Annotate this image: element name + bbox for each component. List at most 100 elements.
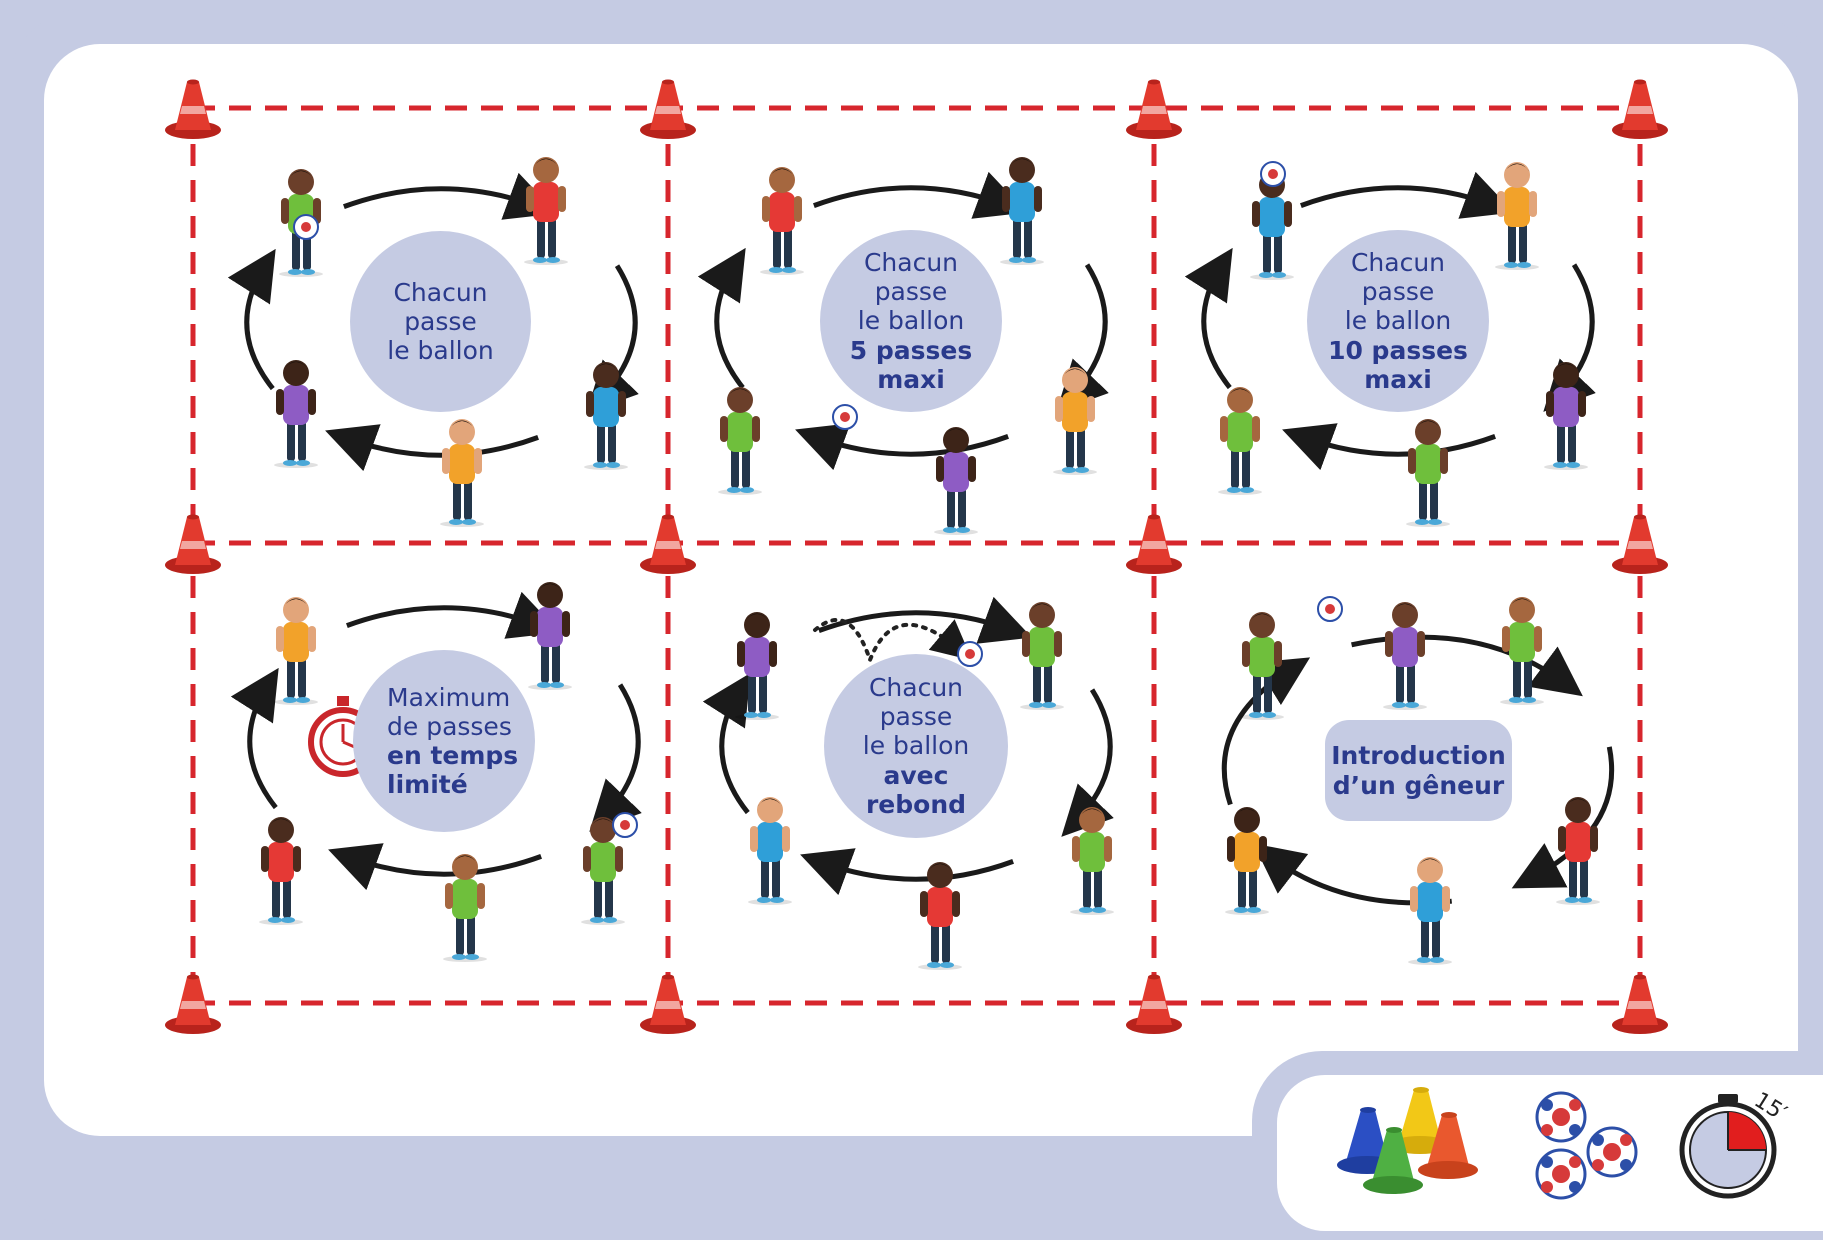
rotation-arrow	[1184, 247, 1233, 390]
player-figure	[1500, 597, 1544, 705]
rotation-arrow	[1351, 634, 1583, 697]
caption-bold-line: Introduction	[1331, 741, 1506, 771]
inner-panel	[44, 44, 1798, 1136]
rotation-arrow	[795, 423, 1009, 471]
zone-3-caption: Chacun passe le ballon 10 passes maxi	[1307, 230, 1489, 412]
rotation-arrow	[1061, 688, 1114, 837]
cone-icon	[1612, 79, 1668, 139]
player-figure	[524, 157, 568, 265]
rotation-arrow	[328, 843, 542, 891]
cone-icon	[1126, 79, 1182, 139]
caption-bold-line: d’un gêneur	[1332, 770, 1505, 800]
player-figure	[440, 419, 484, 527]
zone-1-caption: Chacun passe le ballon	[350, 231, 531, 412]
caption-line: le ballon	[857, 306, 965, 336]
player-figure	[1495, 162, 1539, 270]
player-figure	[274, 360, 318, 468]
cone-icon	[1126, 974, 1182, 1034]
player-figure	[1070, 807, 1114, 915]
player-figure	[1544, 362, 1588, 470]
player-figure	[934, 427, 978, 535]
caption-line: passe	[404, 306, 477, 336]
ball-icon	[293, 214, 319, 240]
caption-line: passe	[1361, 277, 1435, 307]
caption-bold-line: 10 passes	[1328, 335, 1468, 365]
cone-icon	[1612, 514, 1668, 574]
caption-bold-line: limité	[387, 770, 468, 800]
caption-bold-line: maxi	[1364, 364, 1432, 394]
player-figure	[1000, 157, 1044, 265]
player-figure	[584, 362, 628, 470]
rotation-arrow	[343, 172, 557, 220]
zone-4-caption: Maximum de passes en temps limité	[353, 650, 535, 832]
cone-icon	[165, 974, 221, 1034]
rotation-arrow	[346, 591, 560, 639]
ball-icon	[1317, 596, 1343, 622]
cone-icon	[1612, 974, 1668, 1034]
caption-bold-line: maxi	[877, 364, 945, 394]
cone-icon	[640, 974, 696, 1034]
rotation-arrow	[813, 171, 1027, 219]
cone-icon	[640, 79, 696, 139]
player-figure	[1218, 387, 1262, 495]
rotation-arrow	[818, 596, 1032, 644]
rotation-arrow	[702, 672, 751, 815]
caption-line: le ballon	[387, 336, 494, 366]
player-figure	[1250, 172, 1294, 280]
player-figure	[718, 387, 762, 495]
caption-bold-line: rebond	[865, 789, 967, 819]
cone-icon	[1126, 514, 1182, 574]
caption-line: Chacun	[863, 247, 959, 277]
player-figure	[735, 612, 779, 720]
rotation-arrow	[1221, 657, 1311, 806]
caption-line: de passes	[387, 711, 512, 741]
caption-line: passe	[874, 277, 948, 307]
caption-line: Maximum	[387, 682, 511, 712]
player-figure	[1406, 419, 1450, 527]
player-figure	[259, 817, 303, 925]
zone-6-caption: Introduction d’un gêneur	[1325, 720, 1512, 821]
player-figure	[1408, 857, 1452, 965]
bounce-pass-path	[813, 618, 973, 666]
rotation-arrow	[227, 248, 276, 391]
ball-icon	[1260, 161, 1286, 187]
caption-line: le ballon	[862, 731, 970, 761]
cone-icon	[640, 514, 696, 574]
rotation-arrow	[1300, 171, 1514, 219]
caption-line: le ballon	[1344, 306, 1452, 336]
player-figure	[443, 854, 487, 962]
rotation-arrow	[800, 848, 1014, 896]
zone-5-caption: Chacun passe le ballon avec rebond	[824, 654, 1008, 838]
player-figure	[581, 817, 625, 925]
player-figure	[1383, 602, 1427, 710]
player-figure	[1556, 797, 1600, 905]
player-figure	[1240, 612, 1284, 720]
player-figure	[274, 597, 318, 705]
caption-bold-line: 5 passes	[849, 335, 973, 365]
player-figure	[528, 582, 572, 690]
rotation-arrow	[230, 667, 279, 810]
ball-icon	[957, 641, 983, 667]
player-figure	[1020, 602, 1064, 710]
ball-icon	[832, 404, 858, 430]
caption-bold-line: avec	[883, 760, 949, 790]
caption-line: passe	[879, 702, 953, 732]
rotation-arrow	[589, 683, 642, 832]
caption-line: Chacun	[868, 672, 964, 702]
caption-line: Chacun	[393, 277, 488, 307]
caption-line: Chacun	[1350, 247, 1446, 277]
rotation-arrow	[325, 424, 539, 472]
cones	[165, 79, 1668, 1034]
rotation-arrow	[697, 247, 746, 390]
cone-icon	[165, 514, 221, 574]
rotation-arrow	[1282, 423, 1496, 471]
player-figure	[1053, 367, 1097, 475]
player-figure	[760, 167, 804, 275]
cone-icon	[165, 79, 221, 139]
rotation-arrow	[1511, 746, 1615, 889]
player-figure	[918, 862, 962, 970]
players	[259, 157, 1600, 970]
player-figure	[748, 797, 792, 905]
